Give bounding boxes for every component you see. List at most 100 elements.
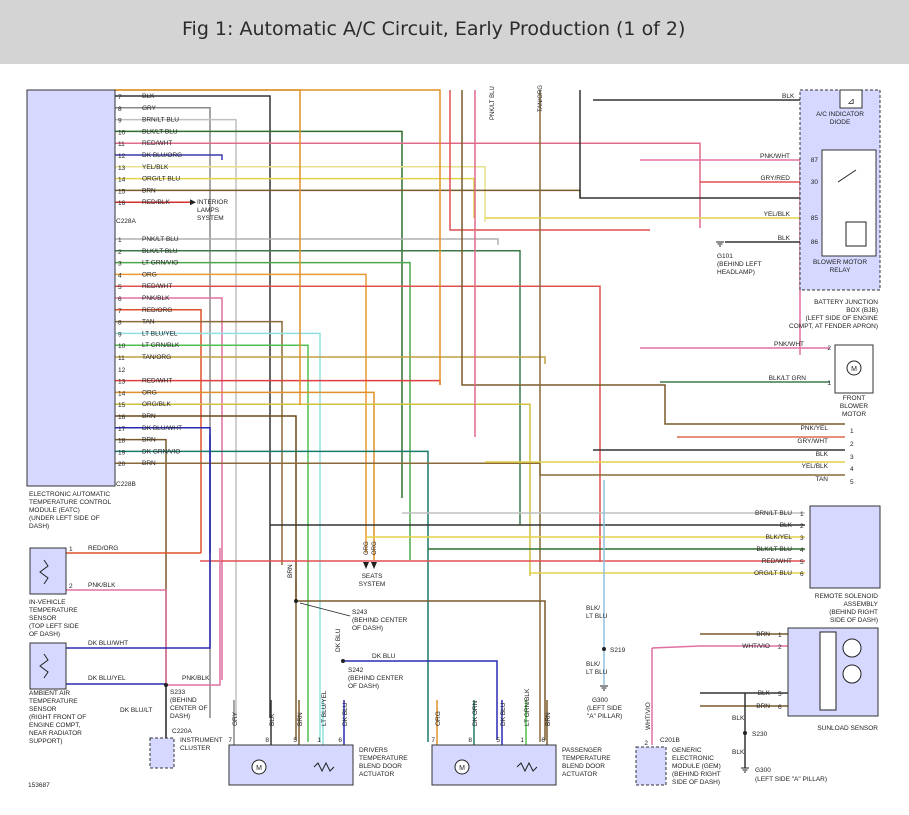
wire-label: BRN [756,703,770,710]
motor-icon [251,759,267,775]
splice-s233 [164,683,168,687]
eatc-wire [115,344,309,742]
eatc-wire [115,130,403,498]
wire-label: BLK [142,93,155,100]
wire-label: LT BLU/YEL [142,330,178,337]
splice-s230 [743,731,747,735]
gem-label: SIDE OF DASH) [672,779,720,786]
drivers-actuator-label: DRIVERS [359,747,389,754]
rsa-label: SIDE OF DASH) [830,617,878,624]
pin-number: 1 [827,380,831,387]
wire-label: ORG [142,389,157,396]
wire-label: DK BLU/YEL [88,675,126,682]
remote-solenoid-assembly [809,505,881,589]
eatc-label: (UNDER LEFT SIDE OF [29,515,100,522]
wire-label: BLK [732,715,745,722]
splice-id: S219 [610,647,626,654]
ambient-sensor [29,642,67,690]
connector-id: C201B [660,737,680,744]
interior-lamps-label: SYSTEM [197,215,224,222]
wires-layer [66,89,845,768]
instrument-cluster-label: CLUSTER [180,745,211,752]
wire-brn [461,90,845,425]
wire-label: DK BLU [342,702,349,726]
blower-label: FRONT [843,395,865,402]
wire-label: BLK [758,690,771,697]
pin-number: 15 [118,188,126,195]
pin-number: 9 [118,118,122,125]
interior-lamps-label: INTERIOR [197,199,228,206]
eatc-wire [115,332,321,742]
pin-number: 8 [468,737,472,744]
pin-number: 2 [778,644,782,651]
pin-number: 18 [118,438,126,445]
pin-number: 8 [265,737,269,744]
in-vehicle-label: SENSOR [29,615,57,622]
drivers-actuator-label: ACTUATOR [359,771,394,778]
wire-label: BRN [297,712,304,726]
interior-lamps-label: LAMPS [197,207,220,214]
pin-number: 3 [800,535,804,542]
wire-label: BLK/LT BLU [142,248,178,255]
gem-label: GENERIC [672,747,702,754]
wire-label: ORG [372,541,378,555]
front-blower-motor [834,344,874,394]
eatc-wire [115,320,283,565]
ground-label: "A" PILLAR) [587,713,622,720]
ground-label: (LEFT SIDE "A" PILLAR) [755,776,827,783]
splice-label: (BEHIND CENTER [352,617,408,624]
pin-number: 6 [541,737,545,744]
relay-label: RELAY [830,267,851,274]
wire-label: BLK/YEL [766,534,793,541]
wire-label: BLK [732,749,745,756]
pin-number: 17 [118,426,126,433]
wire-label: WHT/VIO [645,702,652,730]
splice-s242 [341,659,345,663]
pin-number: 16 [118,200,126,207]
wire-label: RED/WHT [142,378,172,385]
pin-number: 13 [118,165,126,172]
ac-indicator-label: A/C INDICATOR [816,111,864,118]
eatc-wire [115,177,475,218]
ground-id: G300 [755,767,771,774]
passenger-actuator-label: PASSENGER [562,747,602,754]
pin-number: 3 [850,454,854,461]
wire-label: BRN [545,712,552,726]
passenger-actuator-label: ACTUATOR [562,771,597,778]
pin-number: 6 [778,704,782,711]
pin-number: 9 [118,331,122,338]
pin-number: 7 [118,308,122,315]
rsa-label: REMOTE SOLENOID [815,593,879,600]
pin-number: 10 [118,343,126,350]
drivers-actuator [228,744,354,786]
instrument-cluster-label: INSTRUMENT [180,737,223,744]
splice-label: (BEHIND CENTER [348,675,404,682]
wire-label: RED/WHT [142,283,172,290]
motor-icon-label: M [256,765,262,772]
pin-number: 4 [800,547,804,554]
wire-label: LT GRN/BLK [142,342,180,349]
wire-label: DK BLU/WHT [88,640,128,647]
pin-number: 5 [778,691,782,698]
in-vehicle-label: OF DASH) [29,631,60,638]
wire-label: RED/WHT [762,558,792,565]
ambient-label: SUPPORT) [29,738,62,745]
pin-number: 1 [520,737,524,744]
wire-label: RED/WHT [142,140,172,147]
wire-label: BLK [778,235,791,242]
wire-label: BRN [287,564,294,578]
splice-id: S233 [170,689,186,696]
wire-pnk-blk [166,548,221,686]
pin-number: 8 [118,320,122,327]
wire-label: LT BLU/YEL [321,690,328,726]
ambient-label: SENSOR [29,706,57,713]
wire-label: TAN [142,319,155,326]
pin-number: 6 [338,737,342,744]
pin-number: 5 [850,479,854,486]
wire-label: ORG [142,271,157,278]
pin-number: 1 [850,428,854,435]
wire-label: TAN/ORG [142,354,171,361]
wire-org [115,89,301,405]
